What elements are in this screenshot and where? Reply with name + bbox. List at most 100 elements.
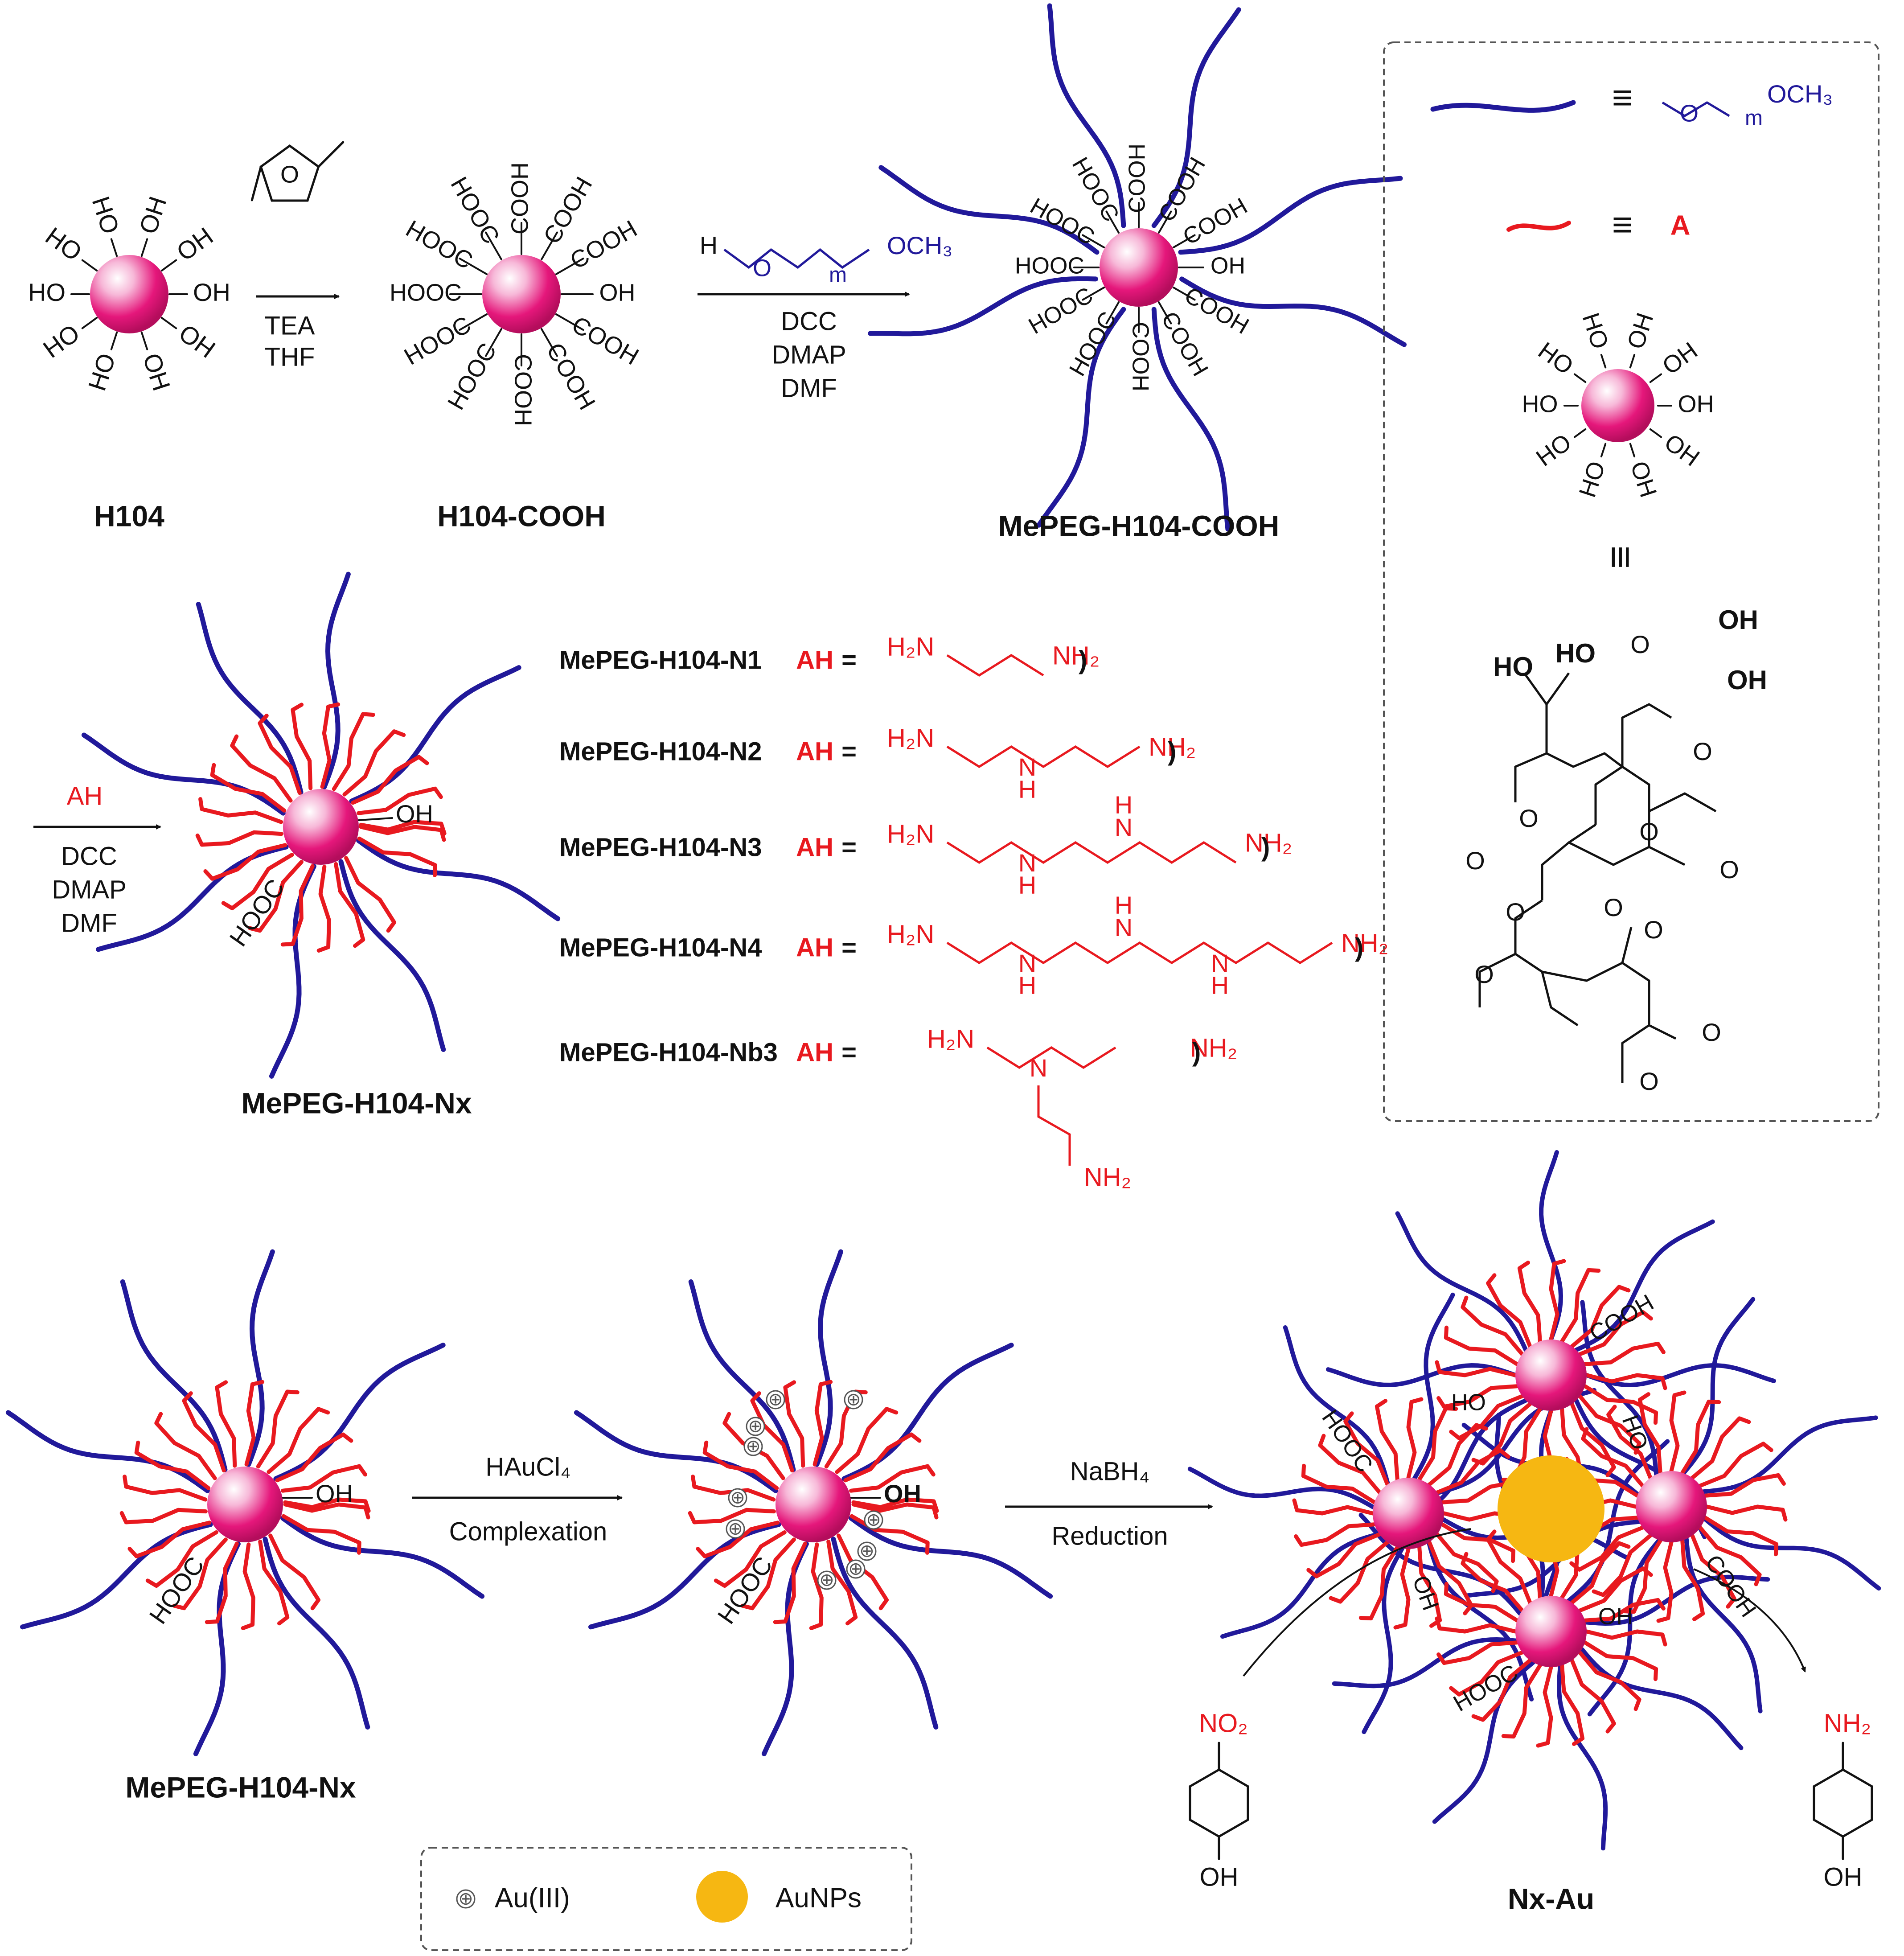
amine-arm — [696, 1520, 780, 1558]
core-sphere-bottom-start — [207, 1467, 283, 1542]
peg-chain — [1701, 1415, 1878, 1494]
peg-m: m — [829, 263, 847, 287]
cooh-group: COOH — [538, 173, 598, 248]
peg-chain — [1358, 1512, 1522, 1616]
entry-equals: = — [841, 833, 857, 862]
process-complexation: Complexation — [449, 1517, 607, 1546]
mepeg-cooh-core-sphere — [1100, 228, 1178, 307]
oh-group: OH — [171, 222, 218, 266]
amine-arm — [1578, 1566, 1653, 1613]
amino-group: NH₂ — [1824, 1709, 1871, 1738]
surface-bond — [1600, 353, 1607, 369]
au3-plus-icon: ⊕ — [746, 1437, 761, 1456]
surface-bond — [1158, 301, 1172, 325]
amine-arm — [826, 1539, 858, 1626]
peg-chain — [1178, 176, 1403, 255]
amine-arm — [123, 1475, 208, 1502]
au3-ion — [844, 1390, 863, 1409]
entry-ah: AH — [796, 645, 833, 674]
structure-ho-2: HO — [1555, 638, 1596, 668]
amine-arm — [195, 830, 283, 847]
legend-box — [1383, 41, 1879, 1122]
structure-o: O — [1519, 804, 1539, 832]
au3-plus-icon: ⊕ — [819, 1570, 834, 1590]
amine-arm — [714, 1530, 787, 1588]
amine-arm — [1583, 1640, 1658, 1681]
entry-nh-h: H — [1211, 971, 1229, 999]
phenol-oh: OH — [1200, 1862, 1239, 1891]
amine-arm — [851, 1502, 939, 1520]
amine-arm — [1637, 1392, 1662, 1475]
amine-arm — [1581, 1427, 1645, 1488]
amine-arm — [1570, 1658, 1616, 1734]
entry-nh-h: H — [1018, 971, 1036, 999]
ho-group: HO — [1522, 390, 1558, 417]
amine-arm — [119, 1508, 208, 1525]
ho-group: HO — [1533, 337, 1578, 380]
au3-plus-icon: ⊕ — [846, 1390, 861, 1409]
reagent-dmap: DMAP — [52, 875, 127, 904]
amine-arm — [1703, 1516, 1779, 1557]
cooh-group: HOOC — [402, 215, 477, 275]
entry-close-paren: ) — [1355, 933, 1363, 962]
surface-bond — [1573, 428, 1587, 438]
ho-group: HO — [1617, 1412, 1653, 1453]
peg-oxygen: O — [753, 255, 771, 281]
amine-arm — [1461, 1552, 1524, 1613]
ho-group: HO — [1577, 310, 1613, 353]
surface-bond — [1105, 210, 1120, 234]
amine-arm — [1621, 1538, 1662, 1614]
peg-chain — [1574, 1219, 1715, 1352]
surface-bond — [541, 328, 558, 357]
amine-arm — [267, 1407, 330, 1474]
hooc-group: HOOC — [144, 1551, 209, 1629]
amine-arm — [280, 864, 315, 947]
amine-arm — [275, 1432, 353, 1483]
peg-chain — [1187, 1467, 1376, 1510]
entry-right-amine: NH₂ — [1052, 641, 1100, 670]
reagent-dmf: DMF — [781, 374, 837, 403]
cooh-group: HOOC — [443, 338, 502, 414]
nitro-group: NO₂ — [1199, 1709, 1248, 1738]
amine-arm — [1406, 1397, 1424, 1480]
cooh-group: HOOC — [1015, 253, 1084, 279]
amine-arm — [332, 712, 375, 791]
amine-arm — [145, 1530, 218, 1588]
ring-oxygen: O — [280, 161, 299, 188]
amine-arm — [1578, 1310, 1653, 1356]
legend-equiv-a: ≡ — [1612, 205, 1633, 244]
core-sphere-complexed — [776, 1467, 851, 1542]
amine-arm — [1570, 1541, 1631, 1605]
entry-equals: = — [841, 933, 857, 962]
peg-chain — [280, 1516, 485, 1599]
au3-plus-icon: ⊕ — [848, 1559, 863, 1579]
amine-arm — [1584, 1629, 1667, 1647]
oh-group: OH — [174, 319, 221, 363]
amine-arm — [1292, 1498, 1375, 1516]
h104-cooh-core-sphere — [482, 255, 561, 333]
h104-label: H104 — [94, 499, 164, 532]
entry-nh-h: H — [1018, 775, 1036, 803]
peg-chain — [1220, 1531, 1382, 1639]
structure-ho-1: HO — [1493, 652, 1533, 682]
peg-chain — [688, 1279, 796, 1472]
entry-ah: AH — [796, 833, 833, 862]
reagent-tea: TEA — [265, 311, 315, 340]
legend-equiv-core: ≡ — [1598, 546, 1643, 569]
peg-chain — [1681, 1297, 1756, 1475]
entry-name: MePEG-H104-N3 — [559, 833, 762, 862]
amine-arm — [835, 1407, 899, 1474]
amine-arm — [1583, 1341, 1666, 1366]
peg-chain — [1684, 1537, 1763, 1714]
amine-arm — [221, 853, 294, 910]
mepeg-h104-cooh-label: MePEG-H104-COOH — [998, 509, 1280, 542]
peg-chain — [1584, 1363, 1776, 1388]
surface-bond — [485, 328, 502, 357]
oh-group: OH — [884, 1479, 921, 1508]
surface-bond — [81, 259, 98, 272]
amine-arm — [357, 786, 443, 815]
amine-arm — [205, 1541, 239, 1624]
amine-arm — [357, 836, 437, 877]
amine-arm — [1583, 1598, 1666, 1623]
amine-arm — [320, 702, 341, 789]
